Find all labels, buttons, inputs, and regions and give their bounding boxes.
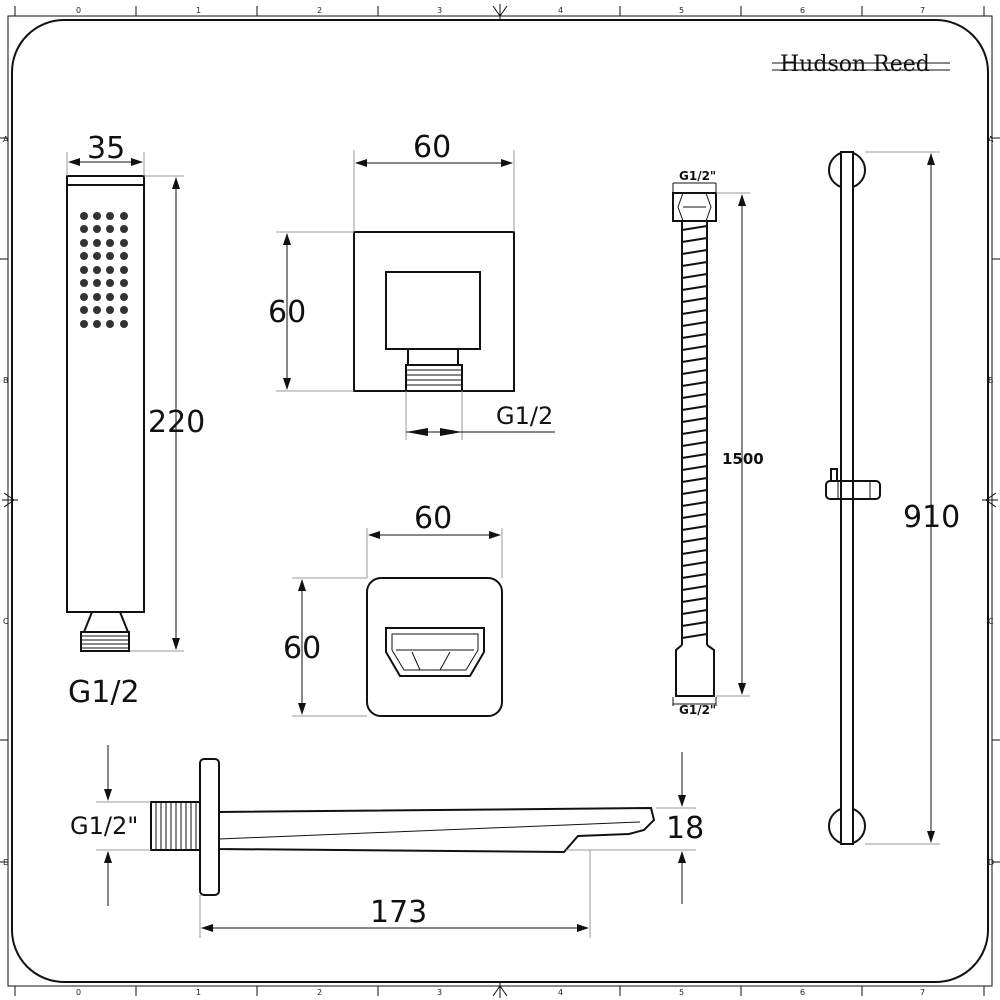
col-label-0: 0 bbox=[76, 988, 81, 997]
col-label-2: 2 bbox=[317, 6, 322, 15]
spout-height-label: 18 bbox=[666, 811, 704, 846]
spout-thread-label: G1/2" bbox=[70, 812, 138, 840]
row-label-c: C bbox=[3, 617, 9, 626]
col-label-6: 6 bbox=[800, 988, 805, 997]
grid-reference-right: A B C D bbox=[988, 135, 994, 867]
slider-bracket bbox=[825, 468, 881, 500]
col-label-3: 3 bbox=[437, 988, 442, 997]
row-label-a: A bbox=[988, 135, 994, 144]
drawing-frame bbox=[0, 4, 1000, 998]
hand-shower: 35 220 G1/2 bbox=[66, 131, 205, 710]
col-label-0: 0 bbox=[76, 6, 81, 15]
grid-reference-left: A B C D bbox=[3, 135, 9, 867]
spout-length-label: 173 bbox=[370, 895, 427, 930]
brand-logo: Hudson Reed bbox=[772, 52, 950, 77]
col-label-2: 2 bbox=[317, 988, 322, 997]
col-label-7: 7 bbox=[920, 6, 925, 15]
grid-reference-top: 0 1 2 3 4 5 6 7 bbox=[76, 6, 925, 15]
valve-width-label: 60 bbox=[414, 501, 452, 536]
handset-thread-label: G1/2 bbox=[68, 675, 140, 710]
col-label-4: 4 bbox=[558, 6, 563, 15]
diverter-valve: 60 60 bbox=[283, 501, 503, 717]
col-label-4: 4 bbox=[558, 988, 563, 997]
shower-hose: G1/2" G1/2" 1500 bbox=[672, 169, 764, 717]
riser-rail: 910 bbox=[825, 151, 960, 845]
col-label-7: 7 bbox=[920, 988, 925, 997]
valve-height-label: 60 bbox=[283, 631, 321, 666]
hose-top-thread-label: G1/2" bbox=[679, 169, 716, 183]
row-label-b: B bbox=[3, 376, 9, 385]
row-label-b: B bbox=[988, 376, 994, 385]
col-label-3: 3 bbox=[437, 6, 442, 15]
row-label-d: D bbox=[988, 858, 994, 867]
hose-bottom-thread-label: G1/2" bbox=[679, 703, 716, 717]
hose-length-label: 1500 bbox=[722, 450, 764, 468]
wall-outlet: 60 60 G1/2 bbox=[268, 130, 555, 440]
grid-reference-bottom: 0 1 2 3 4 5 6 7 bbox=[76, 988, 925, 997]
outlet-thread-label: G1/2 bbox=[496, 402, 553, 430]
brand-name: Hudson Reed bbox=[780, 52, 930, 77]
col-label-6: 6 bbox=[800, 6, 805, 15]
bath-spout: G1/2" 18 173 bbox=[70, 745, 704, 938]
spray-nozzles bbox=[80, 212, 128, 328]
rail-height-label: 910 bbox=[903, 500, 960, 535]
row-label-d: D bbox=[3, 858, 9, 867]
outlet-width-label: 60 bbox=[413, 130, 451, 165]
col-label-5: 5 bbox=[679, 6, 684, 15]
col-label-5: 5 bbox=[679, 988, 684, 997]
col-label-1: 1 bbox=[196, 6, 201, 15]
handset-thread bbox=[80, 631, 130, 652]
handset-width-label: 35 bbox=[87, 131, 125, 166]
handset-height-label: 220 bbox=[148, 405, 205, 440]
col-label-1: 1 bbox=[196, 988, 201, 997]
row-label-c: C bbox=[988, 617, 994, 626]
row-label-a: A bbox=[3, 135, 9, 144]
outlet-height-label: 60 bbox=[268, 295, 306, 330]
